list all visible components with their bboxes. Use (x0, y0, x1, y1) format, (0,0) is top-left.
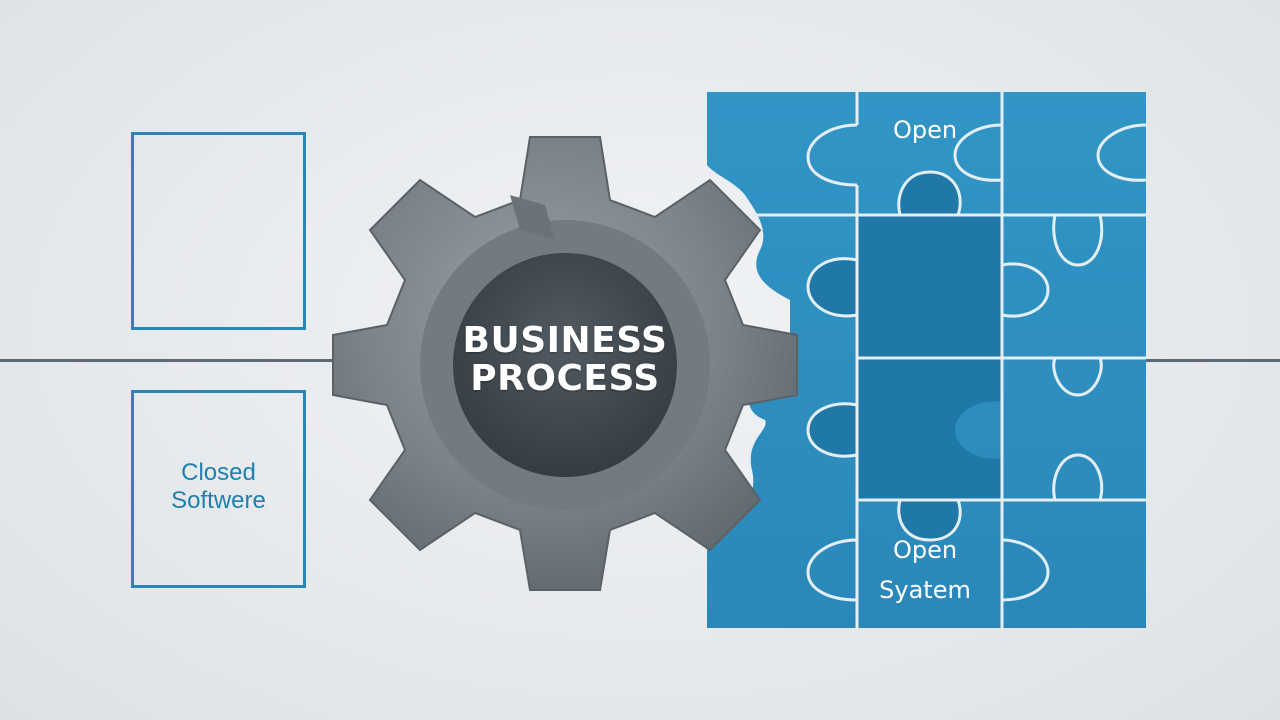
gear-notch (510, 195, 555, 240)
gear-hub (453, 253, 677, 477)
business-process-label: BUSINESS PROCESS (430, 322, 700, 398)
gear-icon (332, 136, 798, 591)
puzzle-top-label: Open (892, 116, 958, 144)
gear-label-line2: PROCESS (470, 358, 660, 399)
gear-label-line1: BUSINESS (462, 320, 668, 361)
closed-software-box: Closed Softwere (131, 390, 306, 588)
puzzle-center-piece-bottom (808, 358, 1002, 540)
puzzle-bottom-line1: Open (892, 536, 958, 564)
puzzle-block (707, 92, 1147, 628)
puzzle-seams (707, 92, 1147, 628)
empty-box (131, 132, 306, 330)
puzzle-bottom-line2: Syatem (879, 576, 971, 604)
puzzle-bottom-label: Open Syatem (860, 530, 990, 610)
closed-software-label: Closed Softwere (171, 459, 266, 514)
connector-line-right (1140, 359, 1280, 362)
connector-line-left (0, 359, 350, 362)
puzzle-center-outline (806, 170, 1004, 542)
